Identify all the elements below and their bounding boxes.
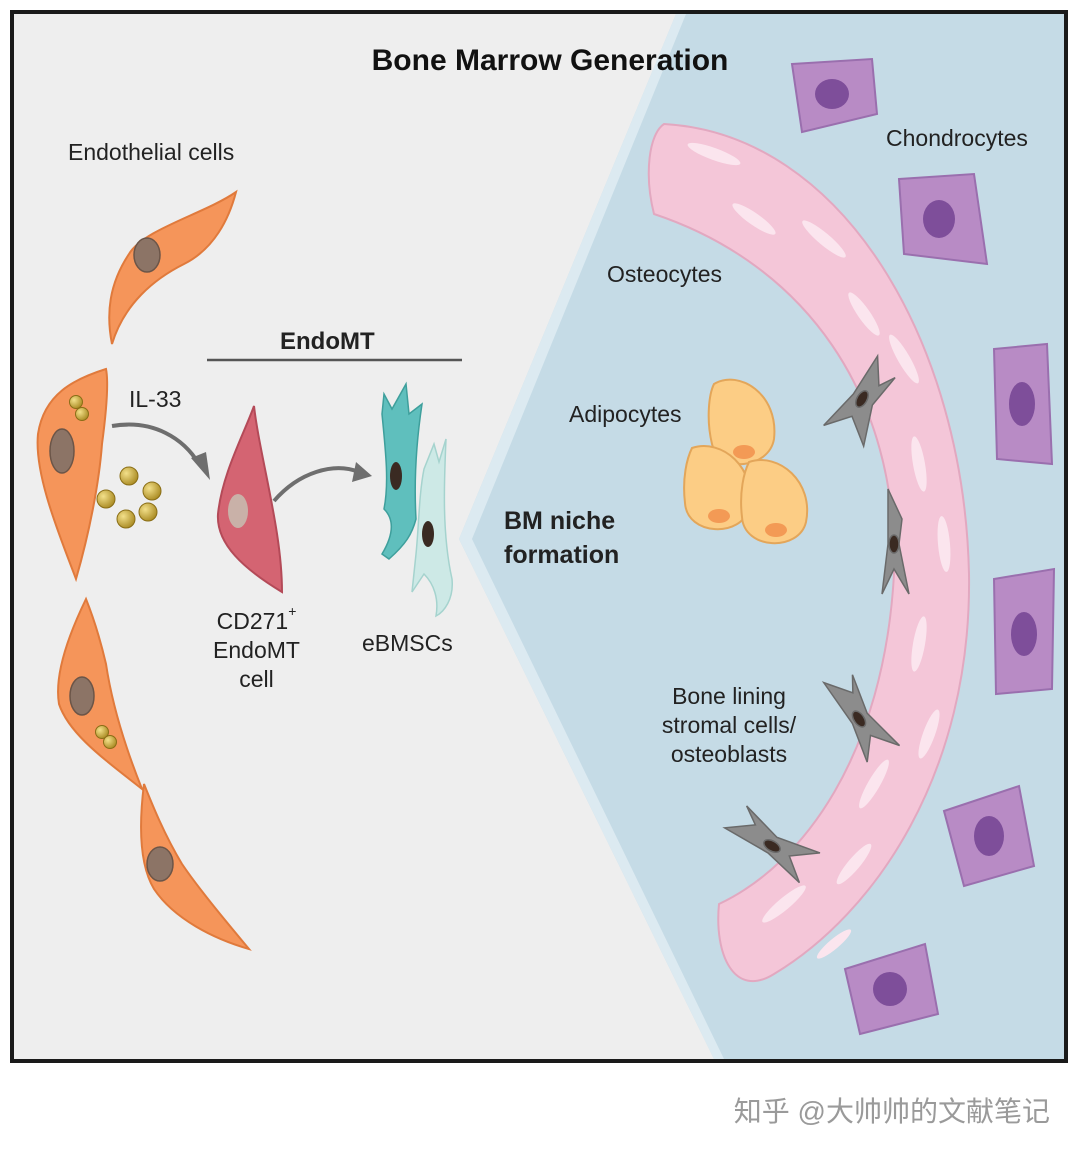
bm-niche-highlight bbox=[459, 14, 724, 1059]
label-chondrocytes: Chondrocytes bbox=[886, 125, 1028, 151]
endothelial-cell bbox=[108, 189, 238, 345]
osteocyte-lacunae bbox=[687, 142, 951, 959]
transition-arrowhead bbox=[352, 462, 372, 482]
label-bone-lining-line1: Bone lining bbox=[672, 683, 786, 709]
endothelial-cells bbox=[36, 189, 252, 951]
label-cd271-sup: + bbox=[288, 603, 297, 619]
diagram-artwork bbox=[36, 14, 1064, 1059]
il33-arrowhead bbox=[191, 452, 210, 480]
adipocytes bbox=[683, 378, 809, 545]
endothelial-cell bbox=[36, 367, 109, 583]
label-ebmscs: eBMSCs bbox=[362, 630, 453, 656]
watermark: 知乎 @大帅帅的文献笔记 bbox=[733, 1096, 1050, 1127]
label-adipocytes: Adipocytes bbox=[569, 401, 682, 427]
label-cd271-endomt-cell: CD271+ EndoMT cell bbox=[189, 603, 324, 693]
label-endothelial-cells: Endothelial cells bbox=[68, 139, 235, 165]
label-cd271: CD271 bbox=[216, 608, 289, 634]
endomt-cell bbox=[216, 405, 284, 594]
figure-frame: Bone Marrow Generation Endothelial cells… bbox=[10, 10, 1068, 1063]
il33-arrow bbox=[111, 422, 201, 466]
figure-title: Bone Marrow Generation bbox=[371, 44, 729, 77]
label-bone-lining-line3: osteoblasts bbox=[670, 740, 788, 767]
chondrocytes bbox=[790, 57, 1056, 1036]
label-bone-lining: Bone lining stromal cells/ osteoblasts bbox=[639, 682, 819, 768]
il33-particles bbox=[69, 395, 162, 749]
endothelial-cell bbox=[57, 596, 145, 793]
label-bm-niche-line1: BM niche bbox=[504, 507, 616, 535]
label-bm-niche-formation: BM niche formation bbox=[504, 505, 619, 573]
label-bone-lining-line2: stromal cells/ bbox=[661, 711, 797, 738]
label-endomt-cell-line3: cell bbox=[239, 665, 274, 692]
label-endomt-cell-line2: EndoMT bbox=[213, 636, 300, 663]
stromal-cells bbox=[722, 353, 910, 884]
label-il33: IL-33 bbox=[129, 386, 182, 412]
label-osteocytes: Osteocytes bbox=[607, 261, 723, 287]
transition-arrow bbox=[272, 466, 360, 503]
ebmsc-cells bbox=[381, 381, 453, 618]
bone-arc bbox=[647, 122, 971, 982]
label-bm-niche-line2: formation bbox=[504, 540, 620, 569]
label-endomt: EndoMT bbox=[280, 328, 375, 355]
endothelial-cell bbox=[140, 783, 252, 951]
